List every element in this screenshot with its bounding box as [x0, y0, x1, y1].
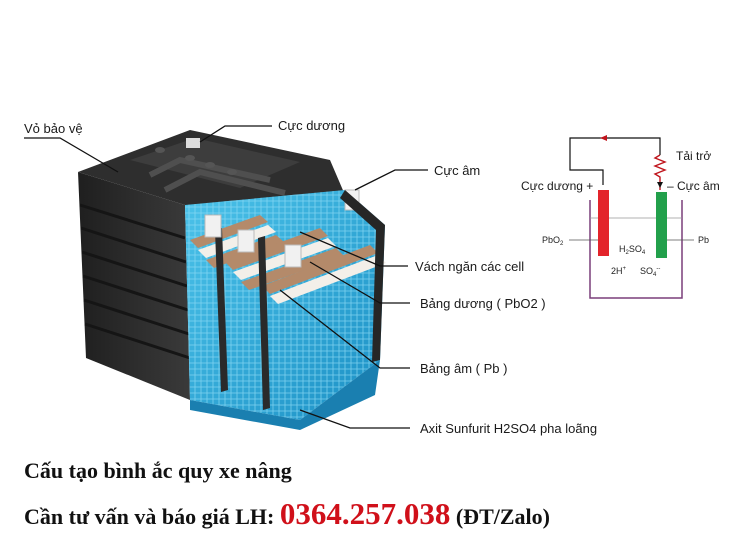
cell-schematic: Tải trở Cực dương + – Cực âm PbO2 Pb H2S… [521, 135, 720, 299]
label-housing: Vỏ bảo vệ [24, 121, 83, 136]
label-cell-separator: Vách ngăn các cell [415, 259, 524, 274]
label-positive-terminal: Cực dương [278, 118, 345, 133]
leader-negative [354, 169, 428, 191]
resistor-icon [653, 154, 667, 190]
label-electrolyte: Axit Sunfurit H2SO4 pha loãng [420, 421, 597, 436]
battery-case-front [340, 190, 385, 362]
leader-electrolyte [299, 409, 410, 429]
label-h2so4: H2SO4 [619, 244, 646, 256]
positive-electrode [598, 190, 609, 256]
terminal-posts [204, 189, 360, 268]
leader-separator [299, 231, 408, 267]
label-hplus: 2H+ [611, 266, 627, 276]
lid-terminal [186, 138, 200, 148]
plates [190, 215, 386, 304]
label-pbo2: PbO2 [542, 235, 564, 247]
caption-contact: Cần tư vấn và báo giá LH: 0364.257.038 (… [24, 496, 550, 532]
negative-electrode [656, 192, 667, 258]
circuit-wire [569, 137, 661, 185]
contact-prefix: Cần tư vấn và báo giá LH: [24, 504, 280, 529]
leader-positive-plate [309, 261, 410, 304]
caption-title: Cấu tạo bình ắc quy xe nâng [24, 458, 292, 483]
label-so4: SO4-- [640, 266, 660, 278]
phone-number[interactable]: 0364.257.038 [279, 496, 451, 531]
leader-lines [24, 125, 428, 429]
leader-housing [24, 137, 119, 173]
label-negative-plate: Bảng âm ( Pb ) [420, 361, 507, 376]
label-load: Tải trở [676, 149, 711, 163]
leader-positive [199, 125, 272, 143]
beaker [589, 200, 683, 299]
label-negative-terminal: Cực âm [434, 163, 480, 178]
contact-suffix: (ĐT/Zalo) [450, 504, 550, 529]
label-pb: Pb [698, 235, 709, 245]
label-positive-plate: Bảng dương ( PbO2 ) [420, 296, 546, 311]
label-schematic-negative: – Cực âm [667, 179, 720, 193]
cell-separators [215, 228, 270, 410]
label-schematic-positive: Cực dương + [521, 179, 593, 193]
leader-negative-plate [279, 289, 410, 369]
battery-case-side [78, 172, 190, 400]
case-ribs [79, 203, 191, 360]
